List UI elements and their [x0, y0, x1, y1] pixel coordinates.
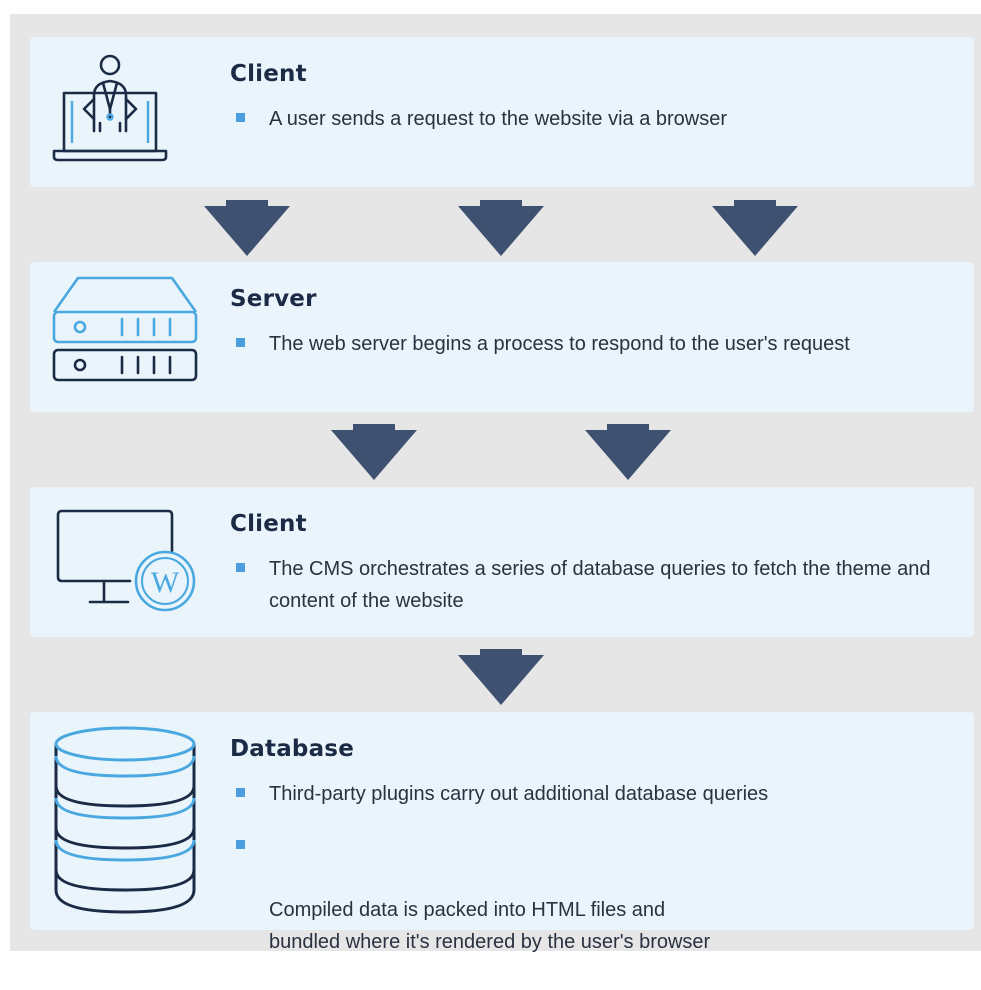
- arrow-down-icon: [331, 424, 417, 480]
- server-rack-icon: [52, 276, 198, 382]
- arrow-down-icon: [585, 424, 671, 480]
- bullet-square-icon: [236, 788, 245, 797]
- wordpress-monitor-icon: W: [56, 509, 196, 612]
- arrow-down-icon: [712, 200, 798, 256]
- database-icon: [54, 726, 196, 914]
- bullet-item: The web server begins a process to respo…: [236, 328, 956, 360]
- bullet-item: Compiled data is packed into HTML files …: [236, 830, 956, 990]
- step-database-box: Database Third-party plugins carry out a…: [30, 712, 974, 953]
- arrow-down-icon: [458, 200, 544, 256]
- bullet-text: Compiled data is packed into HTML files …: [269, 899, 711, 953]
- bullet-item: The CMS orchestrates a series of databas…: [236, 553, 956, 617]
- bullet-text: The web server begins a process to respo…: [269, 333, 850, 355]
- step-server-box: Server The web server begins a process t…: [30, 262, 974, 412]
- bullet-text: Third-party plugins carry out additional…: [269, 783, 769, 805]
- step-title: Client: [230, 61, 307, 87]
- svg-text:W: W: [151, 566, 180, 599]
- bullet-square-icon: [236, 563, 245, 572]
- step-title: Client: [230, 511, 307, 537]
- step-cms-box: W Client The CMS orchestrates a series o…: [30, 487, 974, 637]
- step-title: Database: [230, 736, 355, 762]
- arrow-down-icon: [204, 200, 290, 256]
- laptop-user-icon: [52, 54, 168, 162]
- bullet-item: A user sends a request to the website vi…: [236, 103, 956, 135]
- bullet-square-icon: [236, 840, 245, 849]
- arrow-down-icon: [458, 649, 544, 705]
- step-title: Server: [230, 286, 317, 312]
- bullet-text: The CMS orchestrates a series of databas…: [269, 558, 931, 612]
- bullet-square-icon: [236, 338, 245, 347]
- bullet-item: Third-party plugins carry out additional…: [236, 778, 956, 810]
- step-client-box: Client A user sends a request to the web…: [30, 37, 974, 187]
- bullet-text: A user sends a request to the website vi…: [269, 108, 728, 130]
- bullet-square-icon: [236, 113, 245, 122]
